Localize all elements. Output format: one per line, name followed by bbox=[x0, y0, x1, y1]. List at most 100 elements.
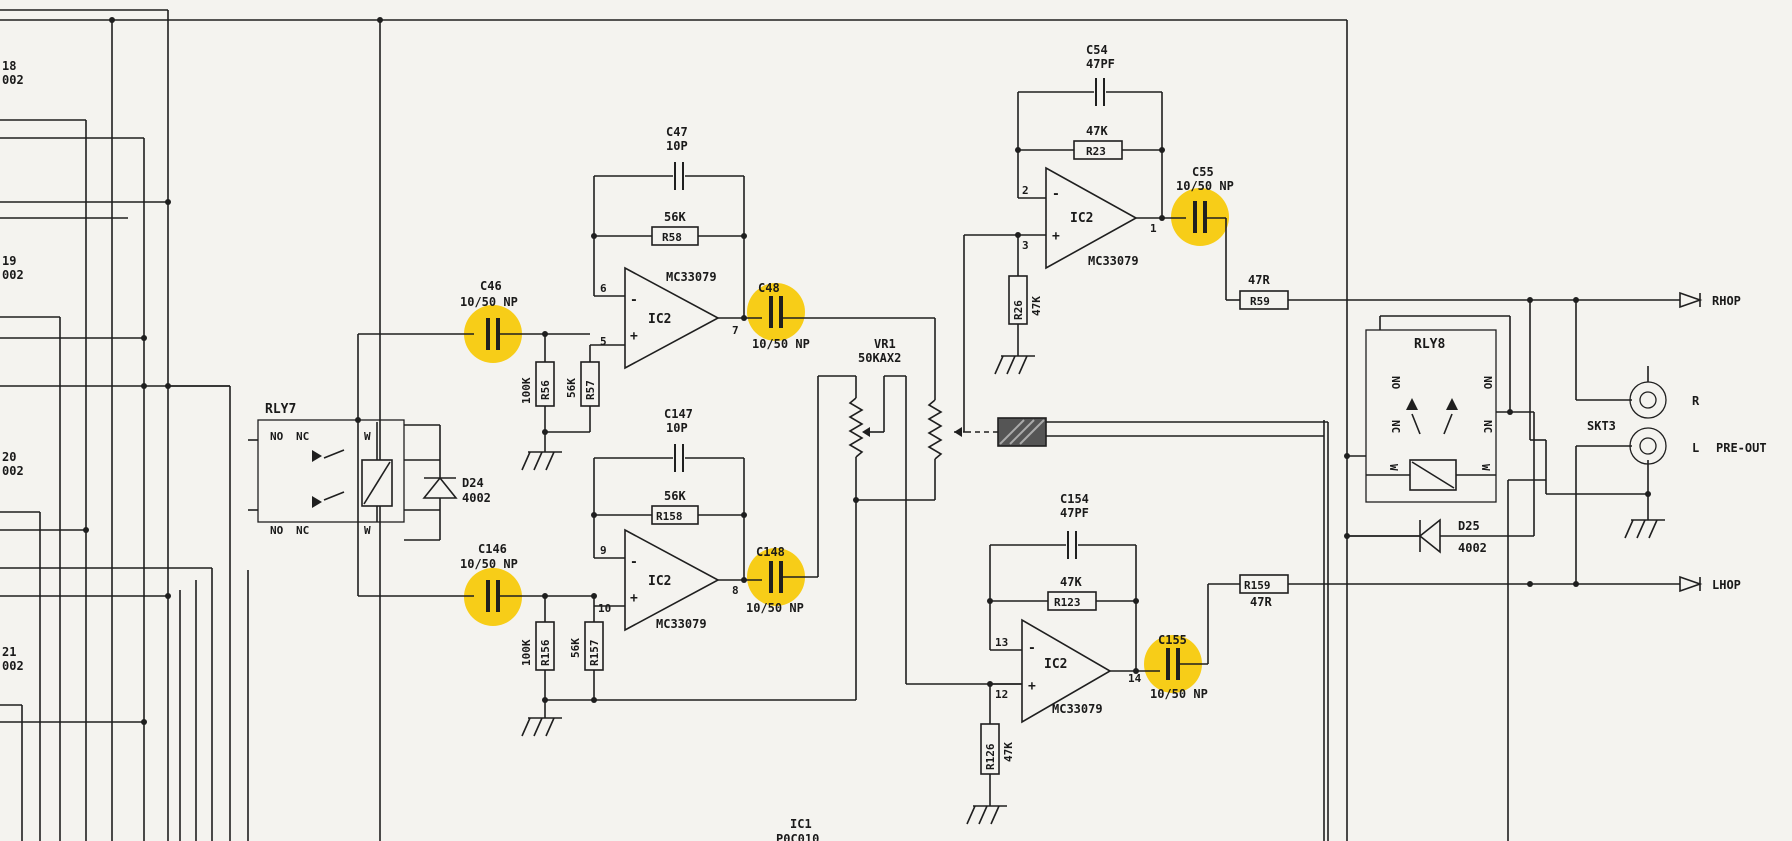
resistor-value: 56K bbox=[664, 210, 686, 224]
relay-contact-label: W bbox=[1387, 464, 1400, 471]
opamp-plus-sign: + bbox=[630, 329, 638, 344]
fragment-label: 19 bbox=[2, 254, 16, 268]
capacitor-value: 10P bbox=[666, 139, 688, 153]
fragment-label: 002 bbox=[2, 464, 24, 478]
output-arrow-icon bbox=[1679, 291, 1703, 309]
fragment-label: 21 bbox=[2, 645, 16, 659]
opamp-minus-sign: - bbox=[1028, 641, 1036, 656]
opamp-pin: 14 bbox=[1128, 672, 1142, 685]
relay-ref: RLY7 bbox=[265, 402, 296, 417]
left-fragment-labels: 18 002 19 002 20 002 21 002 bbox=[2, 59, 24, 673]
resistor-value: 100K bbox=[520, 377, 533, 404]
diode-d24: D24 4002 bbox=[404, 424, 491, 541]
opamp-minus-sign: - bbox=[630, 555, 638, 570]
opamp-part: MC33079 bbox=[656, 617, 707, 631]
diode-icon bbox=[1418, 518, 1441, 554]
highlight-c55 bbox=[1171, 188, 1229, 246]
opamp-pin: 1 bbox=[1150, 222, 1157, 235]
resistor-ref: R126 bbox=[984, 743, 997, 770]
resistor-ref: R158 bbox=[656, 510, 683, 523]
resistor-value: 47R bbox=[1248, 273, 1270, 287]
opamp-pin: 3 bbox=[1022, 239, 1029, 252]
resistor-value: 47R bbox=[1250, 595, 1272, 609]
opamp-u3 bbox=[1045, 166, 1138, 270]
relay-rly8: RLY8 NO NC W NO NC W bbox=[1344, 315, 1535, 537]
capacitor-value: 10/50 NP bbox=[752, 337, 810, 351]
pot-value: 50KAX2 bbox=[858, 351, 901, 365]
relay-contact-icon bbox=[312, 450, 322, 462]
opamp-pin: 13 bbox=[995, 636, 1008, 649]
rca-jack-r-pin bbox=[1639, 391, 1657, 409]
capacitor-ref: C55 bbox=[1192, 165, 1214, 179]
ic1-label: IC1 P0C010 bbox=[776, 817, 819, 841]
resistor-ref: R23 bbox=[1086, 145, 1106, 158]
connector-r-label: R bbox=[1692, 394, 1700, 408]
capacitor-value: 47PF bbox=[1086, 57, 1115, 71]
opamp-pin: 7 bbox=[732, 324, 739, 337]
capacitor-ref: C46 bbox=[480, 279, 502, 293]
output-arrow-icon bbox=[1679, 575, 1703, 593]
highlight-c146 bbox=[464, 568, 522, 626]
opamp-u1 bbox=[624, 266, 720, 370]
opamp-plus-sign: + bbox=[630, 591, 638, 606]
fragment-label: 002 bbox=[2, 659, 24, 673]
left-bus-wires bbox=[0, 9, 1509, 841]
diode-icon bbox=[422, 476, 458, 499]
capacitor-value: 10/50 NP bbox=[746, 601, 804, 615]
output-rhop-label: RHOP bbox=[1712, 294, 1741, 308]
relay-contact-icon bbox=[312, 496, 322, 508]
resistor-value: 56K bbox=[569, 638, 582, 658]
pot-track-right bbox=[927, 399, 943, 460]
potentiometer-vr1: VR1 50KAX2 bbox=[848, 234, 1022, 700]
highlight-c48 bbox=[747, 283, 805, 341]
highlight-c46 bbox=[464, 305, 522, 363]
relay-contact-label: NC bbox=[296, 524, 309, 537]
fragment-label: 20 bbox=[2, 450, 16, 464]
diode-ref: D24 bbox=[462, 476, 484, 490]
capacitor-ref: C54 bbox=[1086, 43, 1108, 57]
diode-value: 4002 bbox=[462, 491, 491, 505]
rca-jack-l-pin bbox=[1639, 437, 1657, 455]
pot-motor-block bbox=[997, 417, 1329, 841]
opamp-pin: 9 bbox=[600, 544, 607, 557]
resistor-ref: R157 bbox=[588, 640, 601, 667]
resistor-ref: R59 bbox=[1250, 295, 1270, 308]
resistor-value: 56K bbox=[565, 378, 578, 398]
resistor-value: 47K bbox=[1030, 296, 1043, 316]
relay-contact-label: NC bbox=[296, 430, 309, 443]
capacitor-ref: C48 bbox=[758, 281, 780, 295]
relay-body bbox=[257, 419, 405, 523]
fragment-label: 18 bbox=[2, 59, 16, 73]
stage-right-bottom: IC2 MC33079 - + 13 12 14 C154 47PF R123 … bbox=[966, 492, 1680, 825]
ic1-ref: IC1 bbox=[790, 817, 812, 831]
capacitor-ref: C147 bbox=[664, 407, 693, 421]
rca-jack-r bbox=[1629, 381, 1667, 419]
opamp-u4 bbox=[1021, 618, 1112, 724]
opamp-part: MC33079 bbox=[666, 270, 717, 284]
rca-jack-l bbox=[1629, 427, 1667, 465]
opamp-minus-sign: - bbox=[1052, 187, 1060, 202]
stage-right-top: IC2 MC33079 - + 2 3 1 C54 47PF R23 47K R… bbox=[994, 43, 1680, 375]
opamp-ref: IC2 bbox=[1044, 657, 1067, 672]
relay-contact-label: W bbox=[1479, 464, 1492, 471]
opamp-plus-sign: + bbox=[1028, 679, 1036, 694]
opamp-minus-sign: - bbox=[630, 293, 638, 308]
pot-track-left bbox=[848, 397, 864, 458]
relay-contact-icon bbox=[1446, 398, 1458, 410]
output-section: SKT3 R L PRE-OUT RHOP LHOP bbox=[1508, 291, 1767, 593]
relay-contact-label: NC bbox=[1389, 420, 1402, 433]
resistor-value: 47K bbox=[1002, 742, 1015, 762]
opamp-plus-sign: + bbox=[1052, 229, 1060, 244]
resistor-value: 56K bbox=[664, 489, 686, 503]
diode-value: 4002 bbox=[1458, 541, 1487, 555]
opamp-pin: 6 bbox=[600, 282, 607, 295]
opamp-pin: 10 bbox=[598, 602, 611, 615]
relay-contact-label: NO bbox=[270, 524, 284, 537]
resistor-ref: R56 bbox=[539, 380, 552, 400]
relay-contact-label: W bbox=[364, 430, 371, 443]
capacitor-highlights bbox=[464, 188, 1229, 693]
capacitor-ref: C47 bbox=[666, 125, 688, 139]
relay-contact-icon bbox=[1406, 398, 1418, 410]
capacitor-value: 10/50 NP bbox=[460, 557, 518, 571]
